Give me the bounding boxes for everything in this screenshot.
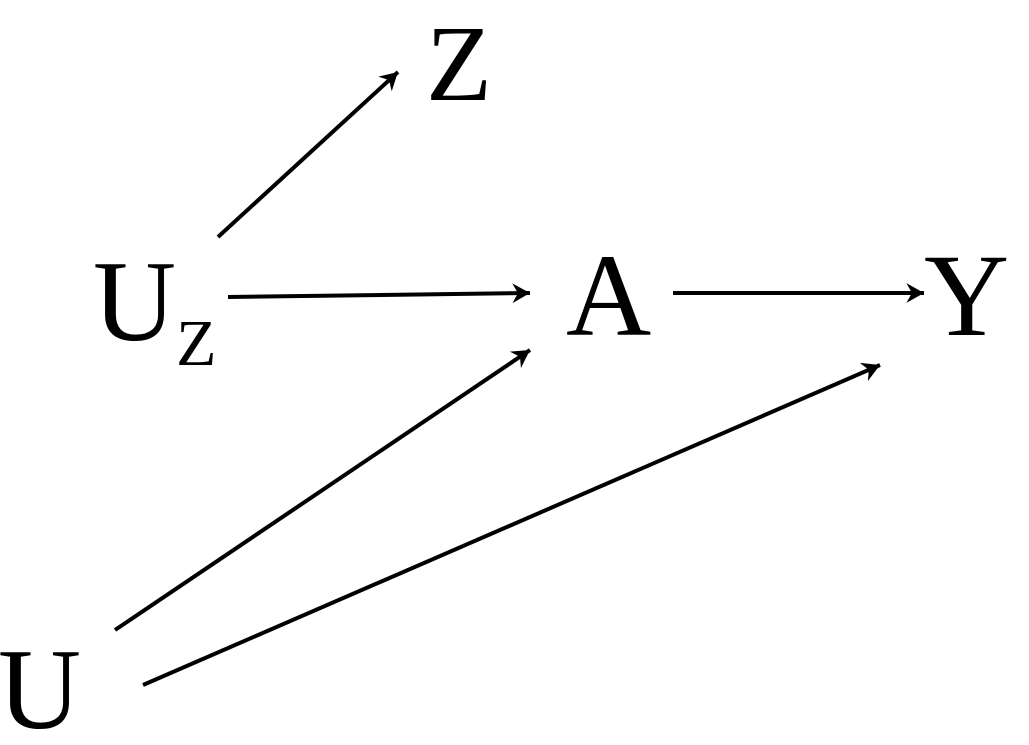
edges	[113, 70, 924, 687]
edge-uz-to-z	[216, 70, 400, 239]
node-uz: UZ	[93, 238, 216, 380]
node-y: Y	[924, 230, 1009, 361]
node-uz-label: U	[93, 238, 176, 365]
nodes: Z UZ A Y U	[0, 5, 1009, 745]
node-a: A	[566, 230, 651, 361]
edge-uz-to-a	[227, 283, 531, 304]
edge-u-to-a	[113, 348, 532, 632]
node-uz-subscript: Z	[176, 307, 216, 380]
node-u: U	[0, 626, 81, 745]
node-z: Z	[426, 5, 492, 124]
edge-u-to-y	[142, 362, 881, 687]
